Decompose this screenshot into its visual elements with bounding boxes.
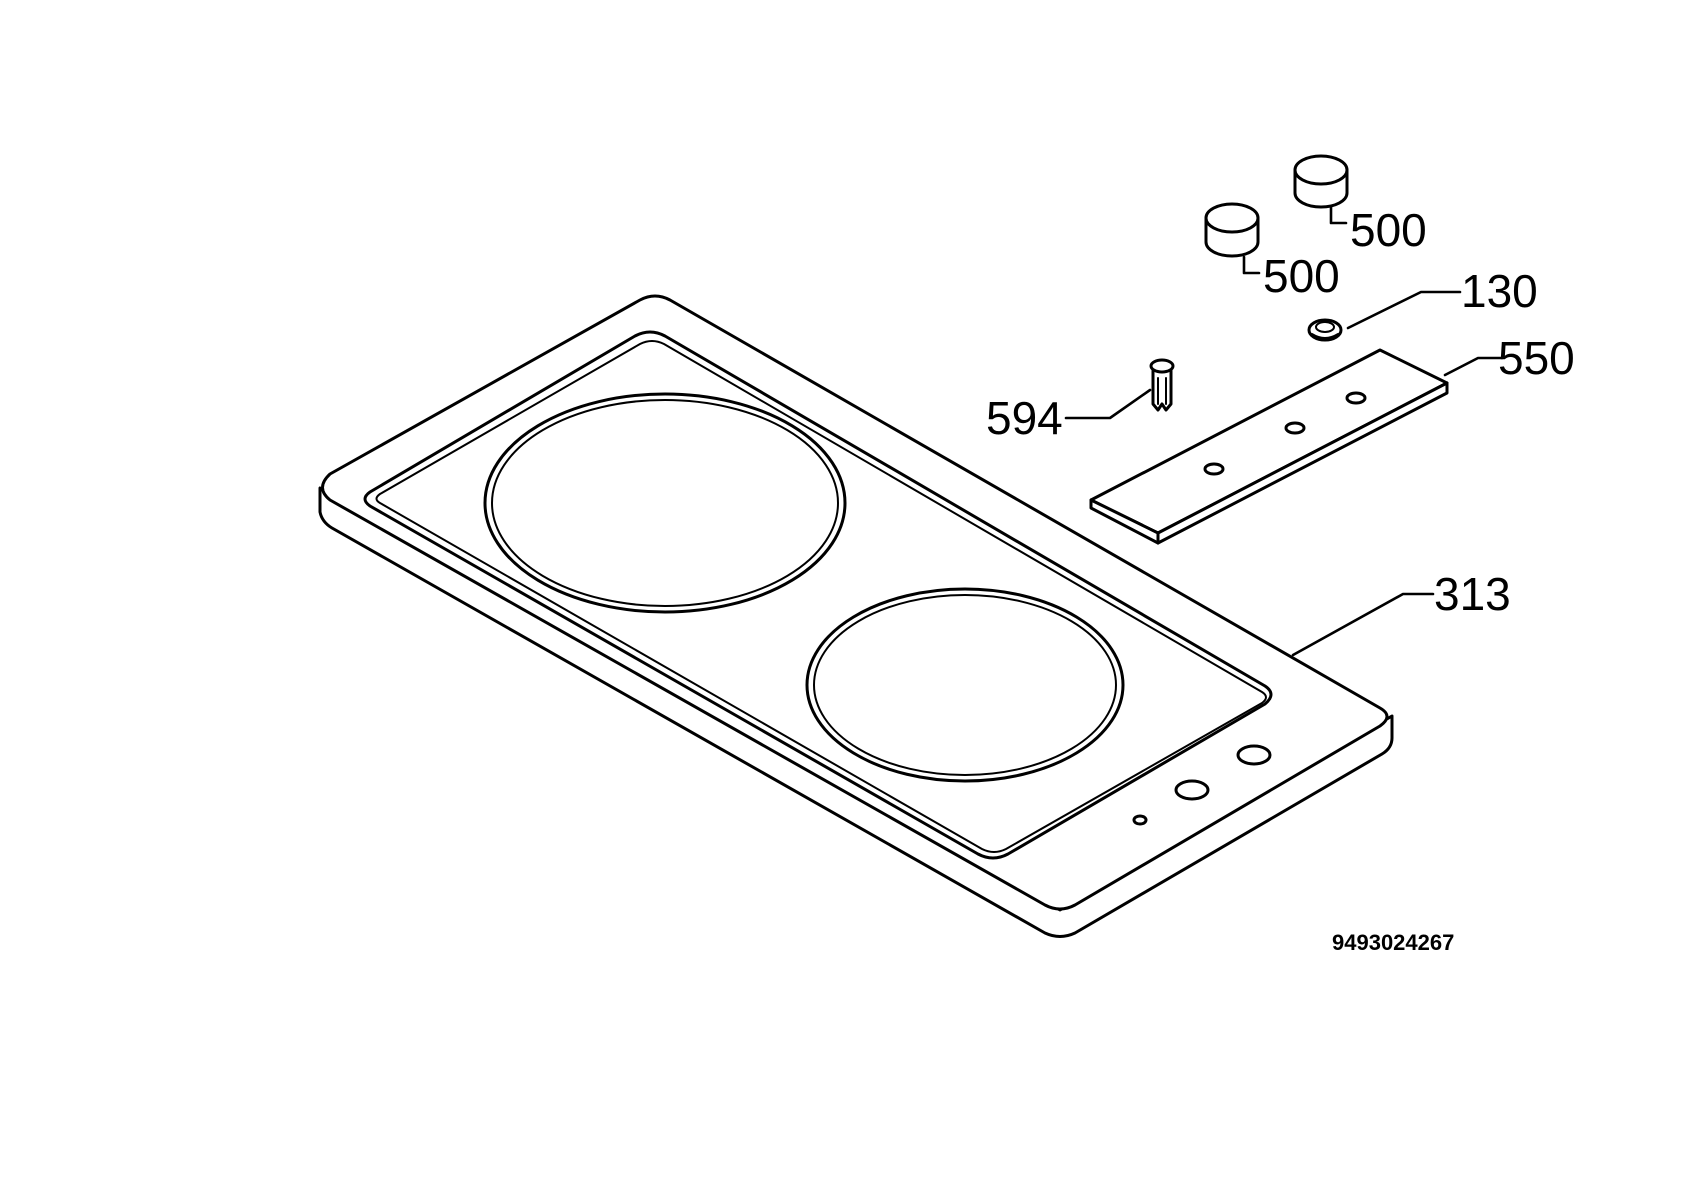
leader-knob-right bbox=[1329, 205, 1348, 225]
callout-hob-top: 313 bbox=[1434, 568, 1511, 620]
hob-glass-edge bbox=[375, 340, 1267, 853]
leader-control-strip bbox=[1443, 356, 1504, 377]
leader-pin bbox=[1064, 388, 1152, 420]
callout-control-strip: 550 bbox=[1498, 332, 1575, 384]
control-strip-part bbox=[1089, 348, 1449, 545]
leader-hob-top bbox=[1291, 592, 1435, 657]
callout-labels: 500 500 130 550 594 313 bbox=[986, 204, 1575, 620]
callout-pin: 594 bbox=[986, 392, 1063, 444]
pin-part bbox=[1149, 358, 1175, 412]
callout-knob-left: 500 bbox=[1263, 250, 1340, 302]
control-holes bbox=[1132, 744, 1272, 826]
knob-left bbox=[1204, 202, 1260, 258]
cooking-zone-small bbox=[805, 587, 1125, 783]
spring-part bbox=[1307, 318, 1343, 342]
cooking-zone-large bbox=[483, 392, 847, 614]
leader-lines bbox=[1064, 205, 1504, 657]
reference-number: 9493024267 bbox=[1332, 930, 1454, 955]
knob-right bbox=[1293, 154, 1349, 209]
leader-knob-left bbox=[1242, 255, 1261, 275]
callout-spring: 130 bbox=[1461, 265, 1538, 317]
hob-frame-top bbox=[321, 294, 1389, 911]
hob-inner-rim bbox=[363, 330, 1273, 860]
leader-spring bbox=[1346, 290, 1462, 330]
callout-knob-right: 500 bbox=[1350, 204, 1427, 256]
hob-frame-side bbox=[318, 486, 1394, 938]
hob-top-part bbox=[318, 294, 1394, 938]
